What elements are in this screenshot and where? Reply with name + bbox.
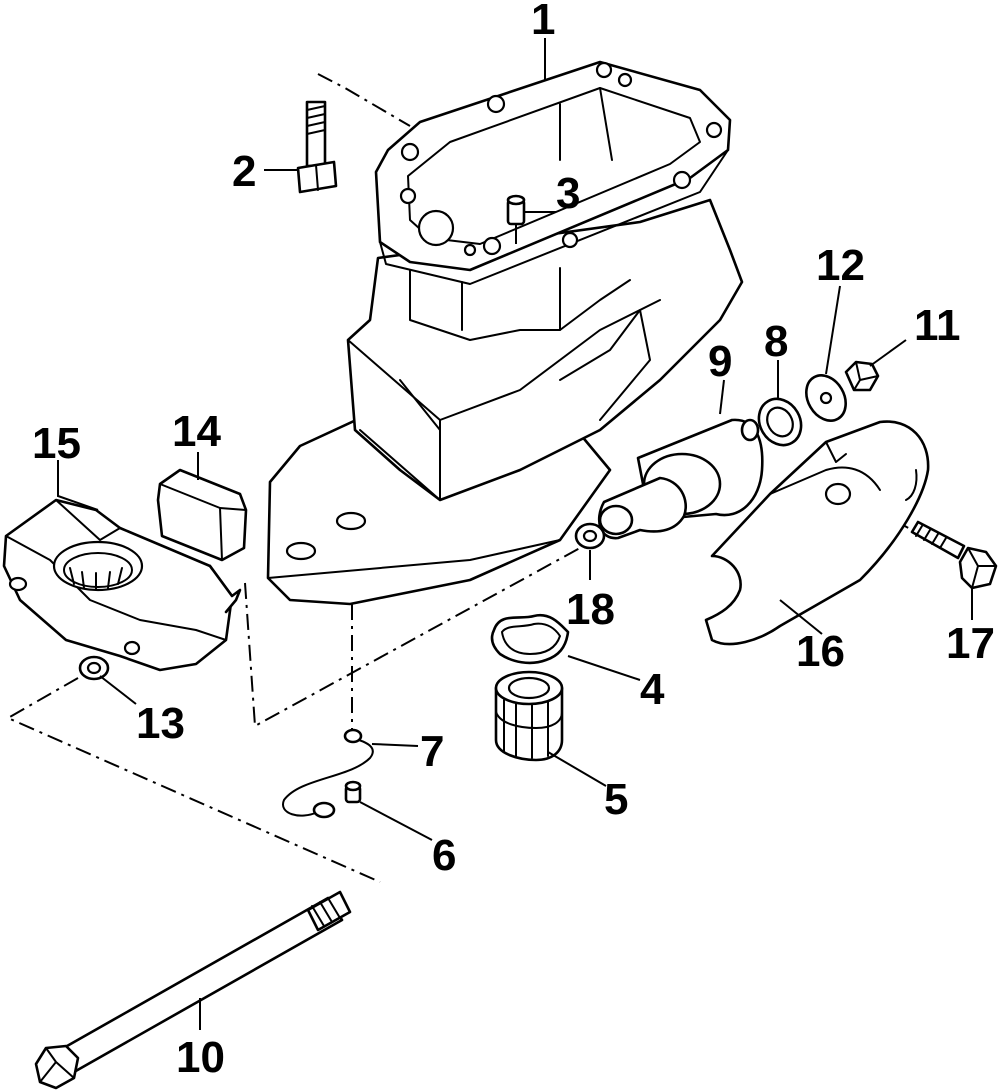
- part-4-seal: [490, 613, 570, 665]
- callout-12: 12: [816, 241, 865, 290]
- part-17-bolt: [910, 520, 998, 590]
- callout-9: 9: [708, 337, 732, 386]
- callout-6: 6: [432, 831, 456, 880]
- callout-13: 13: [136, 699, 185, 748]
- part-10-long-bolt: [34, 890, 352, 1090]
- callout-17: 17: [946, 619, 995, 668]
- callout-18: 18: [566, 585, 615, 634]
- part-3-dowel-pin: [506, 194, 526, 244]
- callout-16: 16: [796, 627, 845, 676]
- part-15-mount-bracket: [2, 498, 242, 672]
- part-2-bolt: [296, 100, 338, 194]
- callout-8: 8: [764, 317, 788, 366]
- callout-5: 5: [604, 775, 628, 824]
- part-16-mount-cover: [704, 420, 930, 646]
- callout-4: 4: [640, 665, 665, 714]
- part-5-bearing: [494, 670, 564, 762]
- part-18-washer: [574, 522, 606, 550]
- callout-labels: 1 2 3 4 5 6 7 8 9 10 11 12 13 14 15 16 1…: [32, 0, 995, 1082]
- callout-7: 7: [420, 727, 444, 776]
- part-9-rubber-mount: [597, 418, 764, 540]
- part-8-washer: [757, 397, 803, 447]
- callout-14: 14: [172, 407, 221, 456]
- callout-10: 10: [176, 1033, 225, 1082]
- part-7-ground-strap: [282, 728, 374, 819]
- part-11-nut: [844, 360, 880, 392]
- callout-3: 3: [556, 169, 580, 218]
- callout-11: 11: [914, 301, 961, 350]
- part-13-washer: [78, 655, 110, 681]
- callout-1: 1: [531, 0, 555, 44]
- part-14-rubber-pad: [156, 468, 248, 562]
- callout-2: 2: [232, 147, 256, 196]
- callout-leaders: [57, 38, 973, 1030]
- part-1-driveshaft-housing: [266, 60, 744, 606]
- part-6-screw: [344, 780, 362, 804]
- part-12-washer: [805, 374, 847, 422]
- callout-15: 15: [32, 419, 81, 468]
